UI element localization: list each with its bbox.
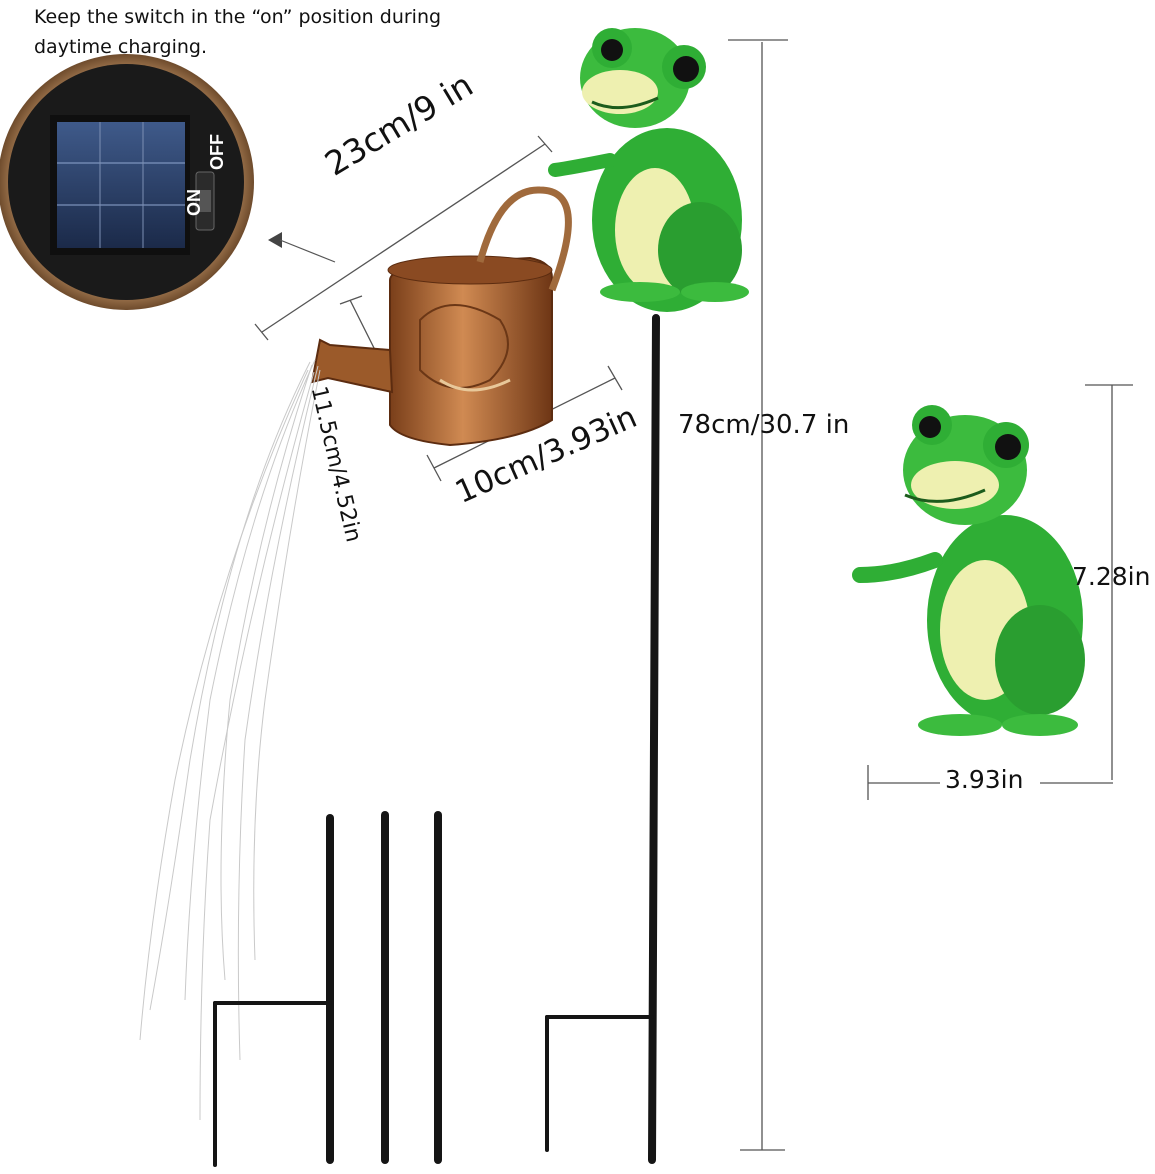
frog-dimension-lines [867, 384, 1133, 800]
frog-icon [548, 28, 749, 312]
switch-off-label: OFF [207, 134, 227, 170]
instruction-note: Keep the switch in the “on” position dur… [34, 6, 442, 58]
fairy-light-strands-icon [139, 359, 321, 1121]
stake-height-dimension-line [728, 39, 788, 1151]
frog-height-label: 7.28in [1072, 562, 1151, 591]
frog-detail-icon [852, 405, 1085, 736]
height-dimension-line [339, 295, 376, 351]
watering-can-icon [310, 186, 572, 447]
frog-width-label: 3.93in [945, 765, 1024, 794]
switch-on-label: ON [184, 189, 204, 216]
garden-stake-icon [213, 314, 660, 1167]
length-dimension-line [254, 135, 553, 341]
stake-height-label: 78cm/30.7 in [678, 410, 850, 440]
solar-panel-icon [0, 54, 254, 310]
